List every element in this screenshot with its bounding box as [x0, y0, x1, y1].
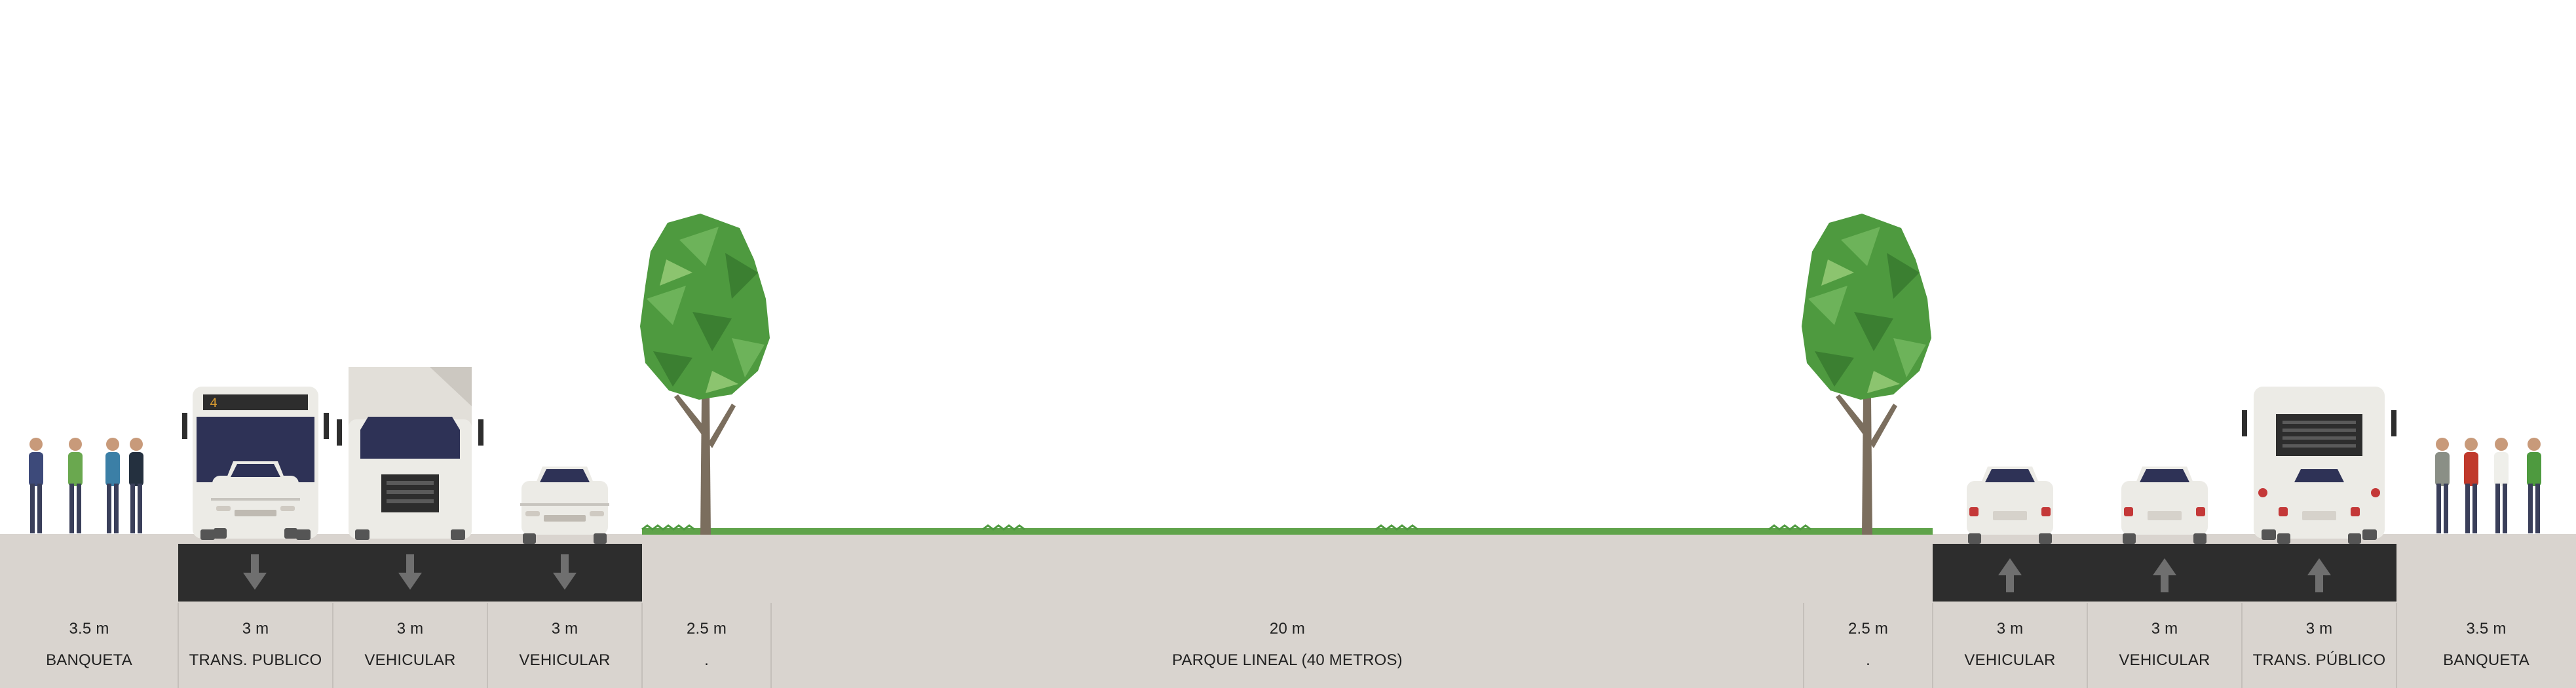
svg-text:4: 4	[210, 396, 218, 411]
segment-banqueta-left[interactable]: 3.5 m BANQUETA	[0, 603, 178, 688]
segment-labels: 3.5 m BANQUETA 3 m TRANS. PUBLICO 3 m VE…	[0, 603, 2576, 688]
truck-icon	[337, 367, 483, 540]
segment-name: VEHICULAR	[519, 651, 611, 669]
pedestrian-icon	[2494, 438, 2509, 533]
segment-width: 3 m	[2305, 620, 2333, 638]
segment-width: 3.5 m	[2466, 620, 2507, 638]
segment-name: VEHICULAR	[364, 651, 456, 669]
car-icon	[1967, 467, 2053, 544]
segment-vehicular-right-1[interactable]: 3 m VEHICULAR	[1933, 603, 2087, 688]
pedestrian-icon	[68, 438, 83, 533]
segment-name: TRANS. PÚBLICO	[2252, 651, 2386, 669]
pedestrian-icon	[129, 438, 143, 533]
pedestrian-icon	[2464, 438, 2478, 533]
grass-icon	[641, 524, 1933, 535]
tree-icon	[1802, 214, 1931, 535]
segment-width: 3 m	[396, 620, 424, 638]
segment-parque-lineal[interactable]: 20 m PARQUE LINEAL (40 METROS)	[771, 603, 1804, 688]
segment-transporte-left[interactable]: 3 m TRANS. PUBLICO	[178, 603, 333, 688]
pedestrian-icon	[2435, 438, 2450, 533]
pedestrian-icon	[105, 438, 120, 533]
segment-name: .	[1866, 651, 1870, 669]
segment-banqueta-right[interactable]: 3.5 m BANQUETA	[2396, 603, 2576, 688]
segment-tree-left[interactable]: 2.5 m .	[642, 603, 771, 688]
segment-name: TRANS. PUBLICO	[189, 651, 322, 669]
segment-width: 20 m	[1269, 620, 1306, 638]
segment-name: PARQUE LINEAL (40 METROS)	[1172, 651, 1403, 669]
segment-tree-right[interactable]: 2.5 m .	[1804, 603, 1933, 688]
pedestrian-icon	[29, 438, 43, 533]
segment-transporte-right[interactable]: 3 m TRANS. PÚBLICO	[2242, 603, 2396, 688]
pedestrian-icon	[2527, 438, 2541, 533]
segment-vehicular-left-1[interactable]: 3 m VEHICULAR	[333, 603, 487, 688]
segment-name: VEHICULAR	[1964, 651, 2056, 669]
segment-name: VEHICULAR	[2119, 651, 2210, 669]
segment-width: 3 m	[1996, 620, 2024, 638]
segment-name: BANQUETA	[2443, 651, 2529, 669]
segment-vehicular-right-2[interactable]: 3 m VEHICULAR	[2087, 603, 2242, 688]
segment-width: 3 m	[551, 620, 578, 638]
car-icon	[520, 467, 609, 544]
segment-vehicular-left-2[interactable]: 3 m VEHICULAR	[487, 603, 642, 688]
car-icon	[2121, 467, 2208, 544]
segment-name: .	[704, 651, 709, 669]
segment-width: 3.5 m	[69, 620, 109, 638]
segment-width: 2.5 m	[686, 620, 727, 638]
segment-width: 3 m	[242, 620, 269, 638]
segment-width: 2.5 m	[1847, 620, 1889, 638]
segment-width: 3 m	[2151, 620, 2178, 638]
tree-icon	[640, 214, 770, 535]
segment-name: BANQUETA	[46, 651, 132, 669]
